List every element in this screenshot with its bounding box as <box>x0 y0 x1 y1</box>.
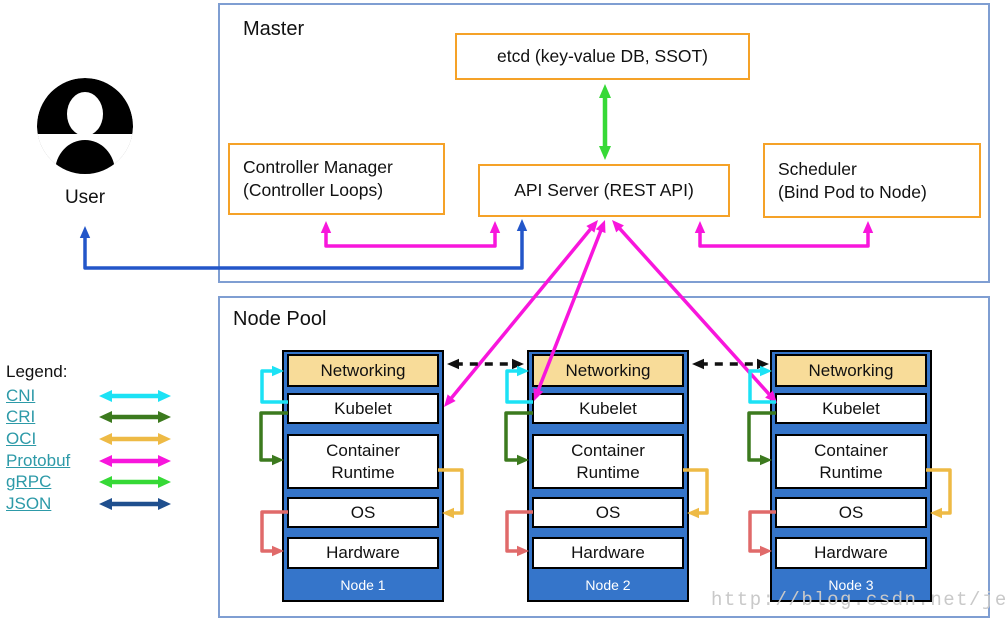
legend-link-oci[interactable]: OCI <box>6 428 37 448</box>
legend-item-protobuf: Protobuf <box>6 450 177 472</box>
node-label: Node 3 <box>828 577 874 593</box>
hardware-box: Hardware <box>775 537 927 569</box>
api-server-label: API Server (REST API) <box>514 180 694 201</box>
watermark: http://blog.csdn.net/jettery <box>711 589 1005 611</box>
legend-item-cri: CRI <box>6 407 177 429</box>
oci-arrow-icon <box>99 432 171 445</box>
node-pool-title: Node Pool <box>233 308 327 330</box>
hardware-box: Hardware <box>532 537 684 569</box>
node-label: Node 1 <box>340 577 386 593</box>
legend-link-grpc[interactable]: gRPC <box>6 472 52 492</box>
node-2: Networking Kubelet Container Runtime OS … <box>527 350 689 602</box>
user-avatar-icon <box>37 78 133 174</box>
container-runtime-box: Container Runtime <box>287 434 439 489</box>
legend-item-oci: OCI <box>6 428 177 450</box>
kubelet-box: Kubelet <box>532 393 684 424</box>
legend-link-cni[interactable]: CNI <box>6 385 36 405</box>
legend-link-json[interactable]: JSON <box>6 493 52 513</box>
protobuf-arrow-icon <box>99 454 171 467</box>
networking-box: Networking <box>287 354 439 387</box>
legend-item-grpc: gRPC <box>6 471 177 493</box>
os-box: OS <box>532 497 684 528</box>
node-3: Networking Kubelet Container Runtime OS … <box>770 350 932 602</box>
os-box: OS <box>287 497 439 528</box>
controller-manager-label-line2: (Controller Loops) <box>243 180 384 200</box>
networking-box: Networking <box>775 354 927 387</box>
legend-item-json: JSON <box>6 493 177 515</box>
json-arrow-icon <box>99 497 171 510</box>
scheduler-label-line2: (Bind Pod to Node) <box>778 181 927 202</box>
node-1: Networking Kubelet Container Runtime OS … <box>282 350 444 602</box>
user-label: User <box>64 187 106 208</box>
container-runtime-box: Container Runtime <box>775 434 927 489</box>
cri-arrow-icon <box>99 411 171 424</box>
controller-manager-label-line1: Controller Manager <box>243 157 393 178</box>
os-box: OS <box>775 497 927 528</box>
legend-item-cni: CNI <box>6 385 177 407</box>
etcd-label: etcd (key-value DB, SSOT) <box>496 46 709 67</box>
legend-link-cri[interactable]: CRI <box>6 407 36 427</box>
legend-link-protobuf[interactable]: Protobuf <box>6 450 71 470</box>
user-figure: User <box>33 76 137 209</box>
networking-box: Networking <box>532 354 684 387</box>
node-label: Node 2 <box>585 577 631 593</box>
legend: Legend: CNI CRI OCI Protobuf gRPC JSON <box>6 362 177 515</box>
kubelet-box: Kubelet <box>287 393 439 424</box>
grpc-arrow-icon <box>99 476 171 489</box>
legend-title: Legend: <box>6 362 68 381</box>
scheduler-box: Scheduler (Bind Pod to Node) <box>763 143 981 218</box>
master-section-title: Master <box>243 18 305 40</box>
kubelet-box: Kubelet <box>775 393 927 424</box>
hardware-box: Hardware <box>287 537 439 569</box>
cni-arrow-icon <box>99 389 171 402</box>
controller-manager-box: Controller Manager (Controller Loops) <box>228 143 445 215</box>
etcd-box: etcd (key-value DB, SSOT) <box>455 33 750 80</box>
container-runtime-box: Container Runtime <box>532 434 684 489</box>
api-server-box: API Server (REST API) <box>478 164 730 217</box>
scheduler-label-line1: Scheduler <box>778 158 857 179</box>
